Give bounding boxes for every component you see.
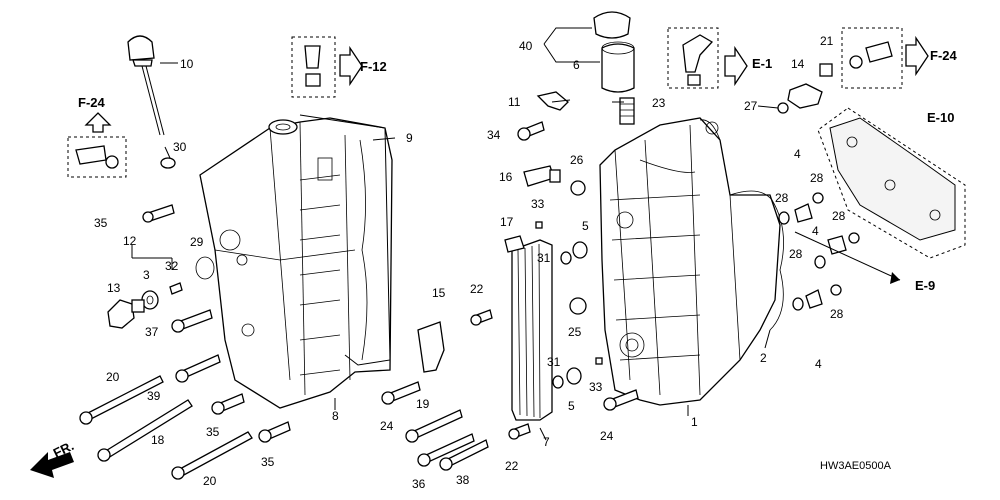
label-part-29: 29	[190, 235, 204, 249]
filter-nipple-23	[619, 97, 635, 125]
label-part-11: 11	[508, 95, 521, 109]
label-part-24a: 24	[380, 419, 394, 433]
label-part-16: 16	[499, 170, 513, 184]
label-part-20a: 20	[106, 370, 120, 384]
right-small-parts	[777, 63, 860, 311]
front-arrow-icon	[30, 452, 74, 478]
label-part-2: 2	[760, 351, 767, 365]
label-part-35c: 35	[261, 455, 275, 469]
label-part-37: 37	[145, 325, 159, 339]
label-part-25: 25	[568, 325, 582, 339]
e9-arrow	[794, 231, 901, 284]
label-part-20b: 20	[203, 474, 217, 488]
label-part-28e: 28	[830, 307, 844, 321]
ref-f12: F-12	[360, 59, 387, 74]
label-part-1: 1	[691, 415, 698, 429]
label-part-33b: 33	[589, 380, 603, 394]
left-small-parts	[79, 204, 291, 480]
dipstick-clip	[160, 157, 176, 169]
label-part-18: 18	[151, 433, 165, 447]
label-part-17: 17	[500, 215, 514, 229]
label-part-10: 10	[180, 57, 194, 71]
label-part-9: 9	[406, 131, 413, 145]
label-part-28d: 28	[789, 247, 803, 261]
label-part-4a: 4	[794, 147, 801, 161]
f12-detail	[291, 36, 363, 98]
label-part-31b: 31	[547, 355, 561, 369]
label-part-7: 7	[543, 435, 550, 449]
label-part-28a: 28	[775, 191, 789, 205]
label-part-8: 8	[332, 409, 339, 423]
ref-f24-left: F-24	[78, 95, 106, 110]
f24-right-detail	[841, 27, 929, 89]
label-part-23: 23	[652, 96, 666, 110]
ref-e1: E-1	[752, 56, 772, 71]
label-part-28c: 28	[832, 209, 846, 223]
right-case-outline	[599, 117, 784, 406]
label-part-15: 15	[432, 286, 446, 300]
front-label: FR.	[51, 438, 76, 461]
label-part-24b: 24	[600, 429, 614, 443]
section-refs: F-24 F-12 E-1 F-24 E-10 E-9	[78, 48, 958, 293]
f24-left-detail	[67, 112, 127, 178]
oil-dipstick	[127, 35, 165, 136]
oil-filter	[601, 41, 635, 93]
label-part-35a: 35	[94, 216, 108, 230]
oil-filter-cap	[593, 11, 631, 39]
label-part-38: 38	[456, 473, 470, 487]
e10-detail	[817, 107, 966, 259]
ref-e9: E-9	[915, 278, 935, 293]
label-part-3: 3	[143, 268, 150, 282]
label-part-34: 34	[487, 128, 501, 142]
label-part-33a: 33	[531, 197, 545, 211]
label-part-27: 27	[744, 99, 758, 113]
label-part-13: 13	[107, 281, 121, 295]
label-part-4b: 4	[812, 224, 819, 238]
label-part-31a: 31	[537, 251, 551, 265]
label-part-5a: 5	[582, 219, 589, 233]
label-part-32: 32	[165, 259, 179, 273]
oil-cooler	[511, 239, 553, 421]
label-part-22b: 22	[505, 459, 519, 473]
label-part-36: 36	[412, 477, 426, 491]
ref-e10: E-10	[927, 110, 954, 125]
label-part-35b: 35	[206, 425, 220, 439]
label-part-5b: 5	[568, 399, 575, 413]
label-part-6: 6	[573, 58, 580, 72]
label-part-22a: 22	[470, 282, 484, 296]
left-case-outline	[199, 117, 393, 409]
label-part-26: 26	[570, 153, 584, 167]
label-part-39: 39	[147, 389, 161, 403]
label-part-21: 21	[820, 34, 834, 48]
label-part-14: 14	[791, 57, 805, 71]
label-part-30: 30	[173, 140, 187, 154]
left-case-gasket	[299, 114, 391, 366]
label-part-19: 19	[416, 397, 430, 411]
label-part-28b: 28	[810, 171, 824, 185]
diagram-code: HW3AE0500A	[820, 460, 892, 472]
label-part-40: 40	[519, 39, 533, 53]
part-number-labels: 1 2 3 4 4 4 5 5 6 7 8 9 10 11 12 13 14 1…	[94, 34, 846, 491]
e1-detail	[667, 27, 748, 89]
label-part-4c: 4	[815, 357, 822, 371]
center-small-parts	[381, 91, 639, 471]
label-part-12: 12	[123, 234, 137, 248]
leader-lines	[131, 27, 779, 441]
ref-f24-right: F-24	[930, 48, 958, 63]
